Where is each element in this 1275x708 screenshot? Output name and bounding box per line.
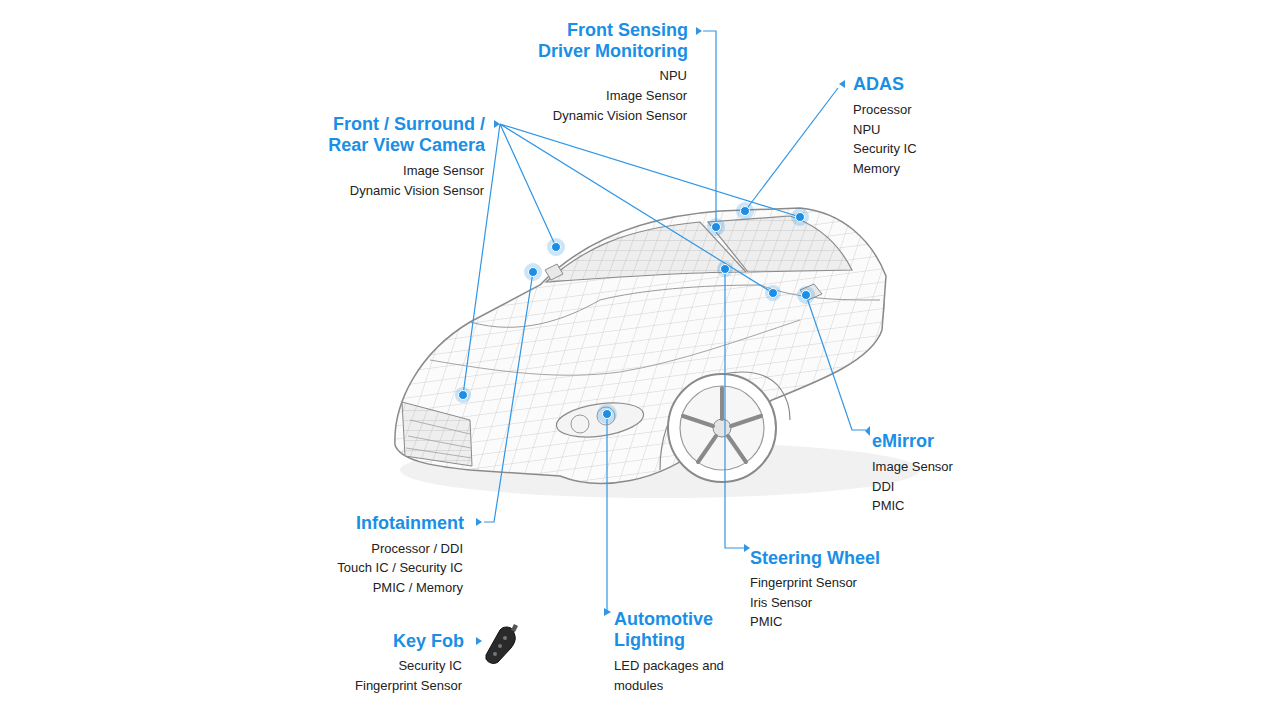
car-body (395, 208, 920, 498)
component-item: Dynamic Vision Sensor (350, 181, 484, 201)
callout-heading: Front / Surround / Rear View Camera (313, 114, 485, 156)
sensor-dots (455, 202, 815, 424)
callout-heading: Infotainment (356, 513, 464, 534)
key-fob-icon (486, 624, 518, 663)
component-item: Fingerprint Sensor (355, 676, 462, 696)
component-item: Touch IC / Security IC (337, 558, 463, 578)
component-item: NPU (853, 120, 880, 140)
component-item: PMIC (750, 612, 783, 632)
component-item: NPU (660, 66, 687, 86)
component-item: Fingerprint Sensor (750, 573, 857, 593)
component-item: Processor (853, 100, 912, 120)
component-item: LED packages and modules (614, 656, 732, 696)
component-item: Memory (853, 159, 900, 179)
callout-heading: Front Sensing Driver Monitoring (528, 20, 688, 62)
component-item: Image Sensor (872, 457, 953, 477)
component-item: Image Sensor (606, 86, 687, 106)
callout-heading: eMirror (872, 431, 934, 452)
component-item: Security IC (853, 139, 917, 159)
component-item: Dynamic Vision Sensor (553, 106, 687, 126)
component-item: Iris Sensor (750, 593, 812, 613)
callout-heading: Key Fob (393, 631, 464, 652)
callout-heading: Automotive Lighting (614, 609, 739, 651)
callout-heading: ADAS (853, 74, 904, 95)
component-item: PMIC (872, 496, 905, 516)
component-item: Image Sensor (403, 161, 484, 181)
component-item: Processor / DDI (371, 539, 463, 559)
callout-heading: Steering Wheel (750, 548, 880, 569)
leader-lines (463, 31, 866, 612)
component-item: DDI (872, 477, 894, 497)
component-item: Security IC (398, 656, 462, 676)
component-item: PMIC / Memory (373, 578, 463, 598)
